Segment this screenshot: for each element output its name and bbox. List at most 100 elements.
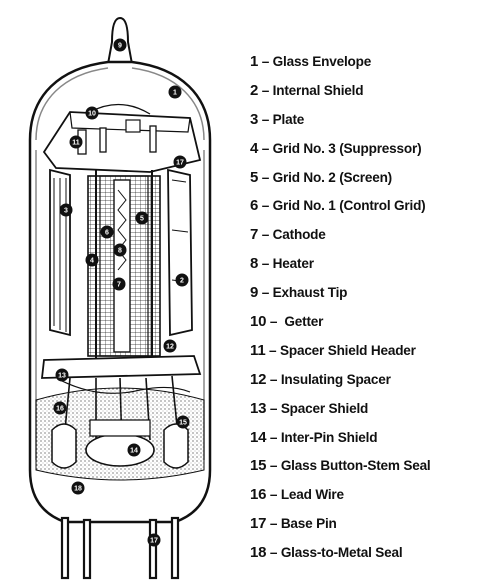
- legend-number: 5: [250, 168, 259, 186]
- legend-separator: –: [266, 487, 281, 503]
- legend-label: Base Pin: [280, 516, 337, 532]
- legend-separator: –: [266, 314, 281, 330]
- legend-label: Inter-Pin Shield: [280, 429, 378, 445]
- legend-label: Glass-to-Metal Seal: [280, 545, 403, 561]
- legend-label: Exhaust Tip: [272, 285, 348, 301]
- legend-item: 11 – Spacer Shield Header: [250, 339, 476, 368]
- legend-number: 12: [250, 370, 267, 388]
- legend-number: 14: [250, 428, 267, 446]
- callout-label-2: 2: [180, 278, 184, 285]
- callout-label-16: 16: [56, 406, 64, 413]
- legend-separator: –: [258, 169, 273, 185]
- callout-label-4: 4: [90, 258, 94, 265]
- legend-separator: –: [258, 140, 273, 156]
- base-pins: [60, 516, 180, 580]
- legend-separator: –: [265, 342, 280, 358]
- legend-separator: –: [266, 429, 281, 445]
- legend-label: Spacer Shield Header: [279, 342, 416, 358]
- legend-item: 13 – Spacer Shield: [250, 397, 476, 426]
- callout-label-10: 10: [88, 111, 96, 118]
- legend-label: Cathode: [272, 227, 326, 243]
- callout-10: [85, 106, 99, 120]
- legend-item: 1 – Glass Envelope: [250, 50, 476, 79]
- legend-separator: –: [266, 458, 281, 474]
- legend-separator: –: [266, 516, 281, 532]
- callout-16: [53, 401, 67, 415]
- legend-label: Glass Envelope: [272, 54, 372, 69]
- legend-label: Grid No. 3 (Suppressor): [272, 140, 422, 156]
- legend-item: 7 – Cathode: [250, 223, 476, 252]
- legend-item: 14 – Inter-Pin Shield: [250, 426, 476, 455]
- callout-4: [85, 253, 99, 267]
- legend-label: Grid No. 1 (Control Grid): [272, 198, 426, 214]
- callout-label-14: 14: [130, 448, 138, 455]
- legend-label: Internal Shield: [272, 82, 364, 98]
- legend-separator: –: [266, 545, 281, 561]
- callout-2: [175, 273, 189, 287]
- callout-1: [168, 85, 182, 99]
- legend-separator: –: [258, 82, 273, 98]
- callout-15: [176, 415, 190, 429]
- callout-9: [113, 38, 127, 52]
- callout-label-17b: 17: [150, 538, 158, 545]
- callout-label-3: 3: [64, 208, 68, 215]
- cathode: [113, 179, 131, 353]
- legend-separator: –: [266, 371, 281, 387]
- legend-label: Spacer Shield: [280, 400, 369, 416]
- legend-separator: –: [258, 54, 273, 69]
- callout-8: [113, 243, 127, 257]
- callout-13: [55, 368, 69, 382]
- legend-separator: –: [258, 198, 273, 214]
- callout-label-6: 6: [105, 230, 109, 237]
- inter-pin-shield: [85, 433, 155, 467]
- legend-item: 17 – Base Pin: [250, 512, 476, 541]
- legend-item: 12 – Insulating Spacer: [250, 368, 476, 397]
- legend-item: 18 – Glass-to-Metal Seal: [250, 541, 476, 570]
- legend-item: 3 – Plate: [250, 108, 476, 137]
- legend-number: 4: [250, 139, 259, 157]
- callout-17: [173, 155, 187, 169]
- legend-number: 13: [250, 399, 267, 417]
- legend-item: 15 – Glass Button-Stem Seal: [250, 454, 476, 483]
- callout-label-5: 5: [140, 216, 144, 223]
- legend-number: 7: [250, 226, 259, 244]
- callout-11: [69, 135, 83, 149]
- callout-3: [59, 203, 73, 217]
- legend-item: 4 – Grid No. 3 (Suppressor): [250, 137, 476, 166]
- legend-number: 18: [250, 544, 267, 562]
- legend-item: 9 – Exhaust Tip: [250, 281, 476, 310]
- legend-label: Heater: [272, 256, 314, 272]
- legend-label: Grid No. 2 (Screen): [272, 169, 393, 185]
- legend-separator: –: [258, 111, 273, 127]
- legend-number: 16: [250, 486, 267, 504]
- legend-label: Lead Wire: [280, 487, 344, 503]
- legend-item: 10 – Getter: [250, 310, 476, 339]
- tube-illustration: 9 1 10 11 17 3 5 6 8 4 7 2 12 13 16 15 1…: [28, 16, 212, 580]
- internal-shield: [167, 168, 193, 337]
- legend-separator: –: [266, 400, 281, 416]
- legend-label: Glass Button-Stem Seal: [280, 458, 431, 474]
- legend-number: 11: [250, 341, 266, 359]
- legend-number: 9: [250, 284, 259, 302]
- legend-separator: –: [258, 256, 273, 272]
- legend-item: 16 – Lead Wire: [250, 483, 476, 512]
- callout-7: [112, 277, 126, 291]
- callout-18: [71, 481, 85, 495]
- legend-number: 8: [250, 255, 259, 273]
- callout-label-15: 15: [179, 420, 187, 427]
- legend-number: 1: [250, 53, 259, 70]
- callout-6: [100, 225, 114, 239]
- callout-label-12: 12: [166, 344, 174, 351]
- callout-17b: [147, 533, 161, 547]
- callout-label-9: 9: [118, 43, 122, 50]
- callout-label-18: 18: [74, 486, 82, 493]
- legend-label: Plate: [272, 111, 305, 127]
- callout-14: [127, 443, 141, 457]
- legend-item: 6 – Grid No. 1 (Control Grid): [250, 194, 476, 223]
- callout-label-8: 8: [118, 248, 122, 255]
- legend-number: 6: [250, 197, 259, 215]
- callout-label-11: 11: [72, 140, 80, 147]
- callout-label-7: 7: [117, 282, 121, 289]
- legend-number: 10: [250, 313, 267, 331]
